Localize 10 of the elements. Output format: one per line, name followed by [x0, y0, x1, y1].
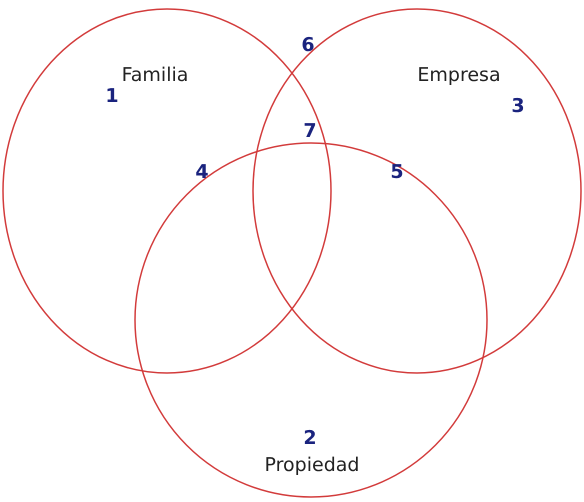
region-number: 5	[390, 161, 404, 183]
region-number: 2	[303, 427, 317, 449]
set-label: Propiedad	[264, 454, 360, 476]
region-number: 3	[511, 95, 525, 117]
region-number: 1	[105, 85, 119, 107]
set-label: Familia	[122, 64, 188, 86]
region-number: 4	[195, 161, 209, 183]
set-label: Empresa	[417, 64, 501, 86]
region-number: 7	[303, 120, 317, 142]
region-number: 6	[301, 34, 315, 56]
